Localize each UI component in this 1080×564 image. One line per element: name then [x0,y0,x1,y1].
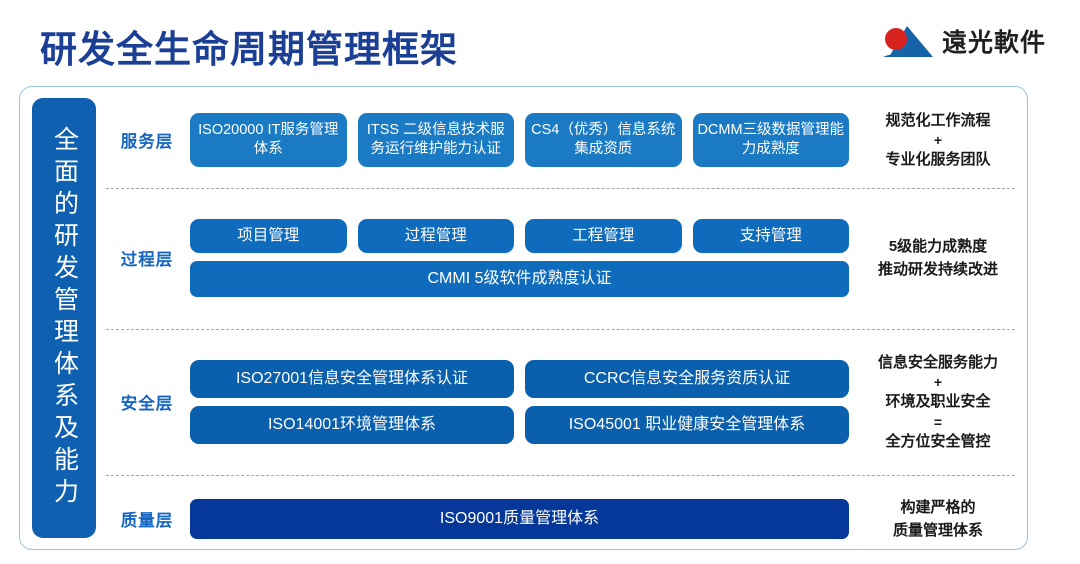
chip-row: ISO9001质量管理体系 [190,499,849,539]
chip-ccrc[interactable]: CCRC信息安全服务资质认证 [525,360,849,398]
note-quality: 构建严格的 质量管理体系 [849,496,1027,543]
layer-row-service: 服务层 ISO20000 IT服务管理体系 ITSS 二级信息技术服务运行维护能… [104,101,1027,179]
note-service: 规范化工作流程 + 专业化服务团队 [849,109,1027,172]
chip-cmmi-level5[interactable]: CMMI 5级软件成熟度认证 [190,261,849,297]
note-line: 全方位安全管控 [885,432,991,450]
layer-label-security: 安全层 [120,395,174,413]
chip-process-management[interactable]: 过程管理 [357,219,514,253]
layer-body-service: ISO20000 IT服务管理体系 ITSS 二级信息技术服务运行维护能力认证 … [190,113,849,167]
divider-process-security [106,329,1015,330]
chip-project-management[interactable]: 项目管理 [190,219,347,253]
note-operator: = [933,413,943,430]
note-process: 5级能力成熟度 推动研发持续改进 [849,235,1027,282]
chip-row: ISO27001信息安全管理体系认证 CCRC信息安全服务资质认证 [190,360,849,398]
framework-card: 全面的研发管理体系及能力 服务层 ISO20000 IT服务管理体系 ITSS … [19,86,1028,550]
chip-support-management[interactable]: 支持管理 [692,219,849,253]
divider-service-process [106,188,1015,189]
note-security: 信息安全服务能力 + 环境及职业安全 = 全方位安全管控 [849,351,1027,453]
yuanguang-logo-mark-icon [881,24,935,59]
chip-itss[interactable]: ITSS 二级信息技术服务运行维护能力认证 [357,113,514,167]
chip-row: 项目管理 过程管理 工程管理 支持管理 [190,219,849,253]
sidebar-label: 全面的研发管理体系及能力 [50,126,79,510]
layer-label-quality: 质量层 [120,512,174,530]
slide-header: 研发全生命周期管理框架 遠光軟件 [0,0,1080,86]
divider-security-quality [106,475,1015,476]
chip-cs4[interactable]: CS4（优秀）信息系统集成资质 [525,113,682,167]
chip-dcmm[interactable]: DCMM三级数据管理能力成熟度 [692,113,849,167]
chip-iso14001[interactable]: ISO14001环境管理体系 [190,406,514,444]
sidebar-overall-capability: 全面的研发管理体系及能力 [32,98,96,538]
chip-row: ISO20000 IT服务管理体系 ITSS 二级信息技术服务运行维护能力认证 … [190,113,849,167]
logo-text: 遠光軟件 [941,29,1046,57]
note-line: 质量管理体系 [892,522,983,539]
layer-body-quality: ISO9001质量管理体系 [190,499,849,539]
page-title: 研发全生命周期管理框架 [40,29,458,70]
note-operator: + [933,131,943,148]
note-line: 构建严格的 [900,498,976,516]
chip-engineering-management[interactable]: 工程管理 [525,219,682,253]
layer-label-service: 服务层 [120,133,174,151]
layer-body-security: ISO27001信息安全管理体系认证 CCRC信息安全服务资质认证 ISO140… [190,360,849,444]
chip-row: CMMI 5级软件成熟度认证 [190,261,849,297]
chip-iso45001[interactable]: ISO45001 职业健康安全管理体系 [525,406,849,444]
chip-iso20000[interactable]: ISO20000 IT服务管理体系 [190,113,347,167]
layer-rows: 服务层 ISO20000 IT服务管理体系 ITSS 二级信息技术服务运行维护能… [104,87,1027,549]
chip-row: ISO14001环境管理体系 ISO45001 职业健康安全管理体系 [190,406,849,444]
note-line: 专业化服务团队 [885,151,991,169]
layer-label-process: 过程层 [120,251,174,269]
layer-row-process: 过程层 项目管理 过程管理 工程管理 支持管理 CMMI 5级软件成熟度认证 5… [104,209,1027,307]
layer-row-quality: 质量层 ISO9001质量管理体系 构建严格的 质量管理体系 [104,487,1027,551]
note-line: 推动研发持续改进 [877,261,998,278]
note-line: 5级能力成熟度 [888,237,988,255]
note-line: 环境及职业安全 [885,393,991,411]
note-line: 信息安全服务能力 [877,354,998,372]
company-logo: 遠光軟件 [881,23,1046,59]
chip-iso9001[interactable]: ISO9001质量管理体系 [190,499,849,539]
note-operator: + [933,374,943,391]
chip-iso27001[interactable]: ISO27001信息安全管理体系认证 [190,360,514,398]
note-line: 规范化工作流程 [885,111,991,129]
layer-body-process: 项目管理 过程管理 工程管理 支持管理 CMMI 5级软件成熟度认证 [190,219,849,297]
layer-row-security: 安全层 ISO27001信息安全管理体系认证 CCRC信息安全服务资质认证 IS… [104,347,1027,457]
